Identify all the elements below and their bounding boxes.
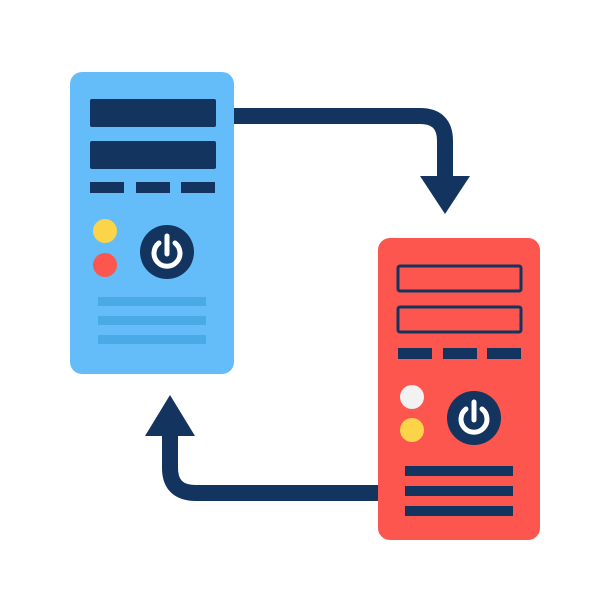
arrow-top-line bbox=[232, 108, 453, 180]
status-led-red bbox=[93, 253, 117, 277]
indicator-bar-2 bbox=[443, 348, 477, 359]
vent-line-1 bbox=[98, 297, 206, 306]
vent-line-3 bbox=[98, 335, 206, 344]
vent-line-3 bbox=[405, 506, 513, 516]
sync-arrow-top bbox=[232, 108, 470, 214]
vent-line-2 bbox=[98, 316, 206, 325]
indicator-bar-1 bbox=[398, 348, 432, 359]
arrow-up-icon bbox=[145, 395, 195, 436]
power-icon bbox=[447, 391, 501, 445]
status-led-white bbox=[400, 385, 424, 409]
vent-line-2 bbox=[405, 486, 513, 496]
power-icon bbox=[140, 225, 194, 279]
sync-arrow-bottom bbox=[145, 395, 382, 501]
status-led-yellow bbox=[93, 219, 117, 243]
vent-line-1 bbox=[405, 466, 513, 476]
indicator-bar-3 bbox=[181, 182, 215, 193]
drive-bay-1 bbox=[90, 99, 216, 127]
drive-bay-2 bbox=[90, 141, 216, 169]
status-led-yellow bbox=[400, 418, 424, 442]
arrow-bottom-line bbox=[162, 430, 382, 501]
server-blue bbox=[70, 72, 234, 374]
indicator-bar-2 bbox=[136, 182, 170, 193]
server-red-body bbox=[378, 238, 540, 540]
indicator-bar-1 bbox=[90, 182, 124, 193]
indicator-bar-3 bbox=[487, 348, 521, 359]
arrow-down-icon bbox=[420, 176, 470, 214]
drive-bay-outline-2 bbox=[396, 305, 523, 334]
server-red bbox=[378, 238, 540, 540]
drive-bay-outline-1 bbox=[396, 264, 523, 293]
